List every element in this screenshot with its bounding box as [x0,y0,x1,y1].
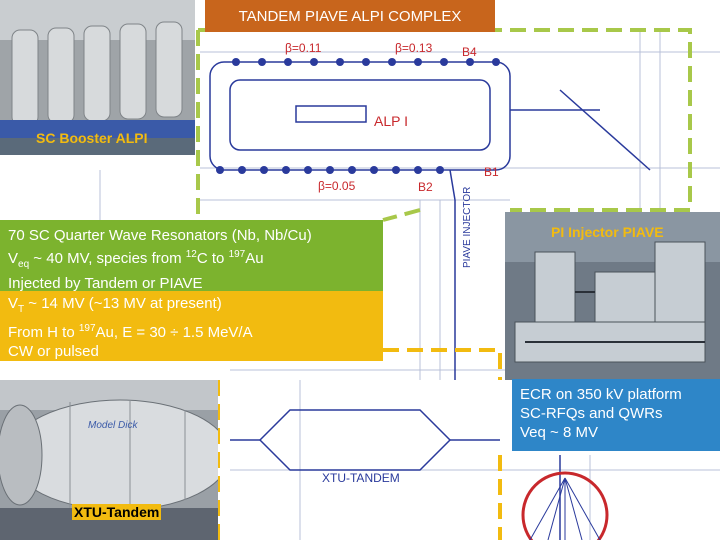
bend-label-b4: B4 [462,45,477,59]
tandem-vessel-text: Model Dick [88,420,138,431]
cryostat-marker [414,58,422,66]
analyzing-magnet [521,471,609,540]
cryostat-marker [260,166,268,174]
cryostat-marker [282,166,290,174]
resonator-cryostats [216,58,500,174]
cryostat-marker [436,166,444,174]
cryostat-marker [216,166,224,174]
piave-info-line-2: SC-RFQs and QWRs [520,405,663,422]
tandem-area-outline [216,348,502,540]
cryostat-marker [232,58,240,66]
tandem-photo: Model Dick XTU-Tandem [0,380,218,540]
cryostat-marker [466,58,474,66]
cryostat-marker [392,166,400,174]
cryostat-marker [388,58,396,66]
cryostat-marker [284,58,292,66]
cryostat-marker [362,58,370,66]
cryostat-marker [414,166,422,174]
page-title: TANDEM PIAVE ALPI COMPLEX [205,0,495,32]
alpi-info-box: 70 SC Quarter Wave Resonators (Nb, Nb/Cu… [0,220,383,292]
bend-label-b1: B1 [484,165,499,179]
alpi-info-line-3: Injected by Tandem or PIAVE [8,275,203,292]
tandem-info-box: VT ~ 14 MV (~13 MV at present) From H to… [0,291,383,361]
cryostat-marker [238,166,246,174]
piave-injector-drawing-label: PIAVE INJECTOR [462,187,473,268]
cryostat-marker [258,58,266,66]
tandem-info-line-3: CW or pulsed [8,343,99,360]
cryostat-marker [370,166,378,174]
alpi-photo-label: SC Booster ALPI [36,130,148,146]
tandem-info-line-2: From H to 197Au, E = 30 ÷ 1.5 MeV/A [8,323,253,341]
alpi-photo: SC Booster ALPI [0,0,195,155]
cryostat-marker [348,166,356,174]
tandem-info-line-1: VT ~ 14 MV (~13 MV at present) [8,295,222,315]
piave-info-box: ECR on 350 kV platform SC-RFQs and QWRs … [512,379,720,451]
alpi-info-line-1: 70 SC Quarter Wave Resonators (Nb, Nb/Cu… [8,227,312,244]
cryostat-marker [326,166,334,174]
xtu-tandem-drawing-label: XTU-TANDEM [322,471,400,485]
cryostat-marker [492,58,500,66]
alpi-drawing-label: ALP I [374,113,408,129]
tandem-photo-label: XTU-Tandem [72,504,162,520]
beta-label-mid: β=0.13 [395,41,433,55]
alpi-ring [209,61,651,380]
piave-photo-label: PI Injector PIAVE [551,224,664,240]
beta-label-high: β=0.11 [285,41,322,55]
piave-photo: PI Injector PIAVE [505,212,720,380]
cryostat-marker [336,58,344,66]
cryostat-marker [310,58,318,66]
piave-info-line-3: Veq ~ 8 MV [520,424,598,441]
piave-info-line-1: ECR on 350 kV platform [520,386,682,403]
beta-label-low: β=0.05 [318,179,356,193]
cryostat-marker [304,166,312,174]
cryostat-marker [440,58,448,66]
bend-label-b2: B2 [418,180,433,194]
alpi-info-line-2: Veq ~ 40 MV, species from 12C to 197Au [8,249,264,270]
